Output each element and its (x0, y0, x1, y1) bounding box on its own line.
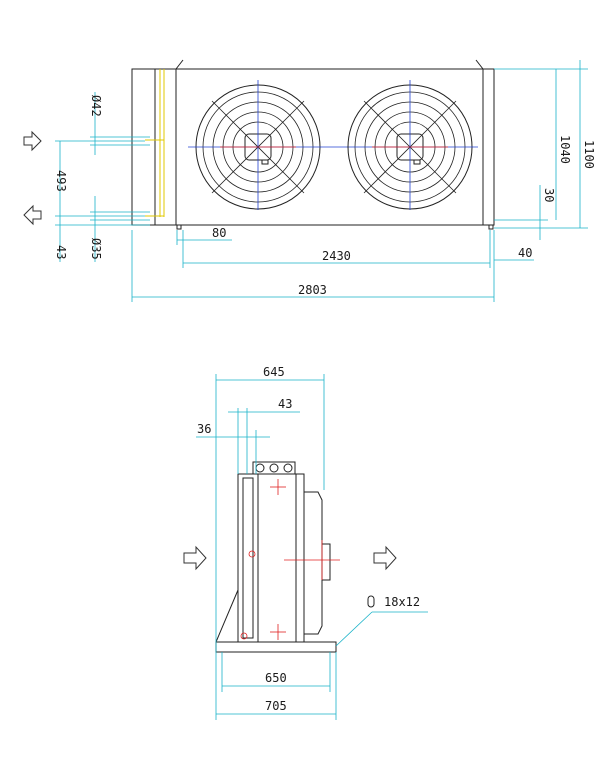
side-view: 645 43 36 650 705 18x12 (183, 365, 428, 720)
dim-height-total: 1100 (582, 140, 596, 169)
outlet-arrow-icon (23, 204, 42, 226)
fan-panel (295, 473, 305, 643)
connection-2 (269, 463, 279, 473)
side-centerlines (240, 479, 340, 640)
fan-ring (304, 491, 323, 635)
top-casing-outline (131, 68, 495, 226)
dim-width-total: 2803 (298, 283, 327, 297)
dim-pipe-outlet-dia: Ø35 (89, 238, 103, 260)
coil-pack (242, 477, 254, 639)
mount-tab-right (475, 59, 484, 70)
dim-pipe-inlet-dia: Ø42 (89, 95, 103, 117)
dim-pipe-bottom: 43 (54, 245, 68, 259)
mount-tab-left (175, 59, 184, 70)
dim-top-width: 645 (263, 365, 285, 379)
header-block (252, 461, 296, 475)
fan-guard-1 (188, 80, 350, 210)
airflow-out-arrow-icon (373, 545, 397, 571)
dim-pipe-spacing: 493 (54, 170, 68, 192)
dim-base-inner: 650 (265, 671, 287, 685)
slot-hole-icon (367, 595, 375, 608)
foot-left (176, 224, 182, 230)
dim-height-body: 1040 (558, 135, 572, 164)
connection-1 (255, 463, 265, 473)
base-plate (215, 641, 337, 653)
foot-right (488, 224, 494, 230)
mount-hole-label: 18x12 (384, 595, 420, 609)
top-dimensions (55, 60, 588, 302)
top-view: 2803 2430 80 40 1100 1040 30 493 43 Ø42 … (23, 59, 596, 302)
dim-coil-offset: 43 (278, 397, 292, 411)
dim-frame: 36 (197, 422, 211, 436)
dim-right-offset: 40 (518, 246, 532, 260)
side-dimensions (196, 374, 428, 720)
dim-base-outer: 705 (265, 699, 287, 713)
fan-guard-2 (347, 80, 478, 210)
fan-motor (321, 543, 331, 581)
dim-bottom-gap: 30 (542, 188, 556, 202)
dim-left-offset: 80 (212, 226, 226, 240)
airflow-in-arrow-icon (183, 545, 207, 571)
coil-frame (237, 473, 259, 643)
inlet-arrow-icon (23, 130, 42, 152)
dim-fan-span: 2430 (322, 249, 351, 263)
base-brace (215, 589, 239, 643)
connection-3 (283, 463, 293, 473)
